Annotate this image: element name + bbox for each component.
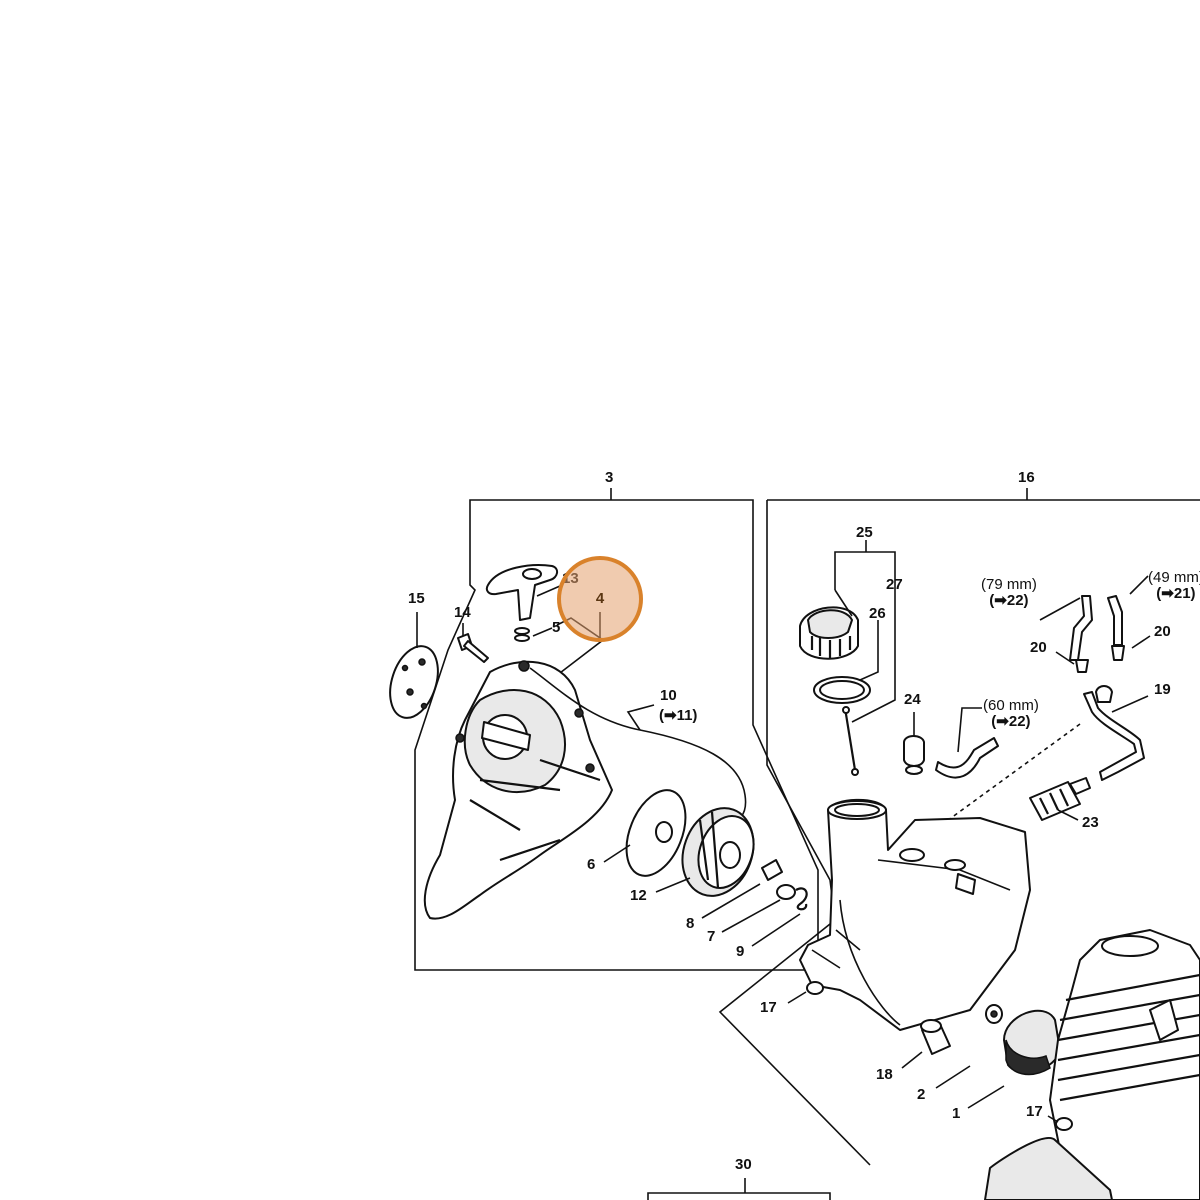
part-20-fitting-left [1075, 659, 1089, 673]
note-hose-79mm-size: (79 mm) [981, 576, 1037, 593]
fuel-line-path [939, 723, 1081, 827]
leader-18 [901, 1051, 923, 1069]
callout-1[interactable]: 1 [952, 1105, 961, 1122]
leader-7 [721, 899, 781, 933]
callout-23[interactable]: 23 [1082, 814, 1099, 831]
part-10-starter-rope [529, 667, 747, 822]
callout-25[interactable]: 25 [856, 524, 873, 541]
callout-20-right[interactable]: 20 [1154, 623, 1171, 640]
leader-10 [626, 704, 655, 731]
callout-8[interactable]: 8 [686, 915, 695, 932]
callout-2[interactable]: 2 [917, 1086, 926, 1103]
part-19-grommet [1095, 685, 1113, 703]
callout-16[interactable]: 16 [1018, 469, 1035, 486]
note-ref-11-text: (➡11) [659, 707, 698, 724]
leader-5 [532, 627, 553, 637]
part-6-spring-plate [625, 789, 687, 877]
note-hose-49mm[interactable]: (49 mm) (➡21) [1148, 570, 1200, 602]
callout-14[interactable]: 14 [454, 604, 471, 621]
leader-20b [1131, 635, 1151, 649]
part-20-fitting-right [1111, 645, 1125, 661]
callout-17-right[interactable]: 17 [1026, 1103, 1043, 1120]
leader-13 [536, 585, 561, 597]
note-hose-49mm-size: (49 mm) [1148, 569, 1200, 586]
lower-shroud [984, 1137, 1113, 1200]
part-27-retainer [842, 706, 859, 776]
leader-19 [1111, 695, 1149, 713]
leader-12 [655, 877, 691, 893]
part-19-fuel-line [1083, 691, 1145, 781]
leader-20a [1055, 651, 1075, 665]
callout-24[interactable]: 24 [904, 691, 921, 708]
part-21-hose-49mm [1107, 595, 1123, 646]
highlighted-part-4-hotspot[interactable]: 4 [557, 556, 643, 642]
part-17-damper-right [1055, 1117, 1073, 1131]
leader-22-60mm [957, 707, 982, 753]
callout-9[interactable]: 9 [736, 943, 745, 960]
leader-25b [834, 589, 853, 617]
leader-25-27-bracket [834, 551, 896, 723]
callout-15[interactable]: 15 [408, 590, 425, 607]
note-hose-60mm[interactable]: (60 mm) (➡22) [983, 698, 1039, 730]
leader-8 [701, 883, 761, 919]
leader-26 [859, 620, 879, 681]
leader-21 [1129, 575, 1149, 595]
part-12-rope-rotor [681, 807, 755, 897]
engine-cylinder [1049, 929, 1200, 1200]
part-18-sleeve [920, 1019, 951, 1055]
leader-1 [967, 1085, 1005, 1109]
callout-10[interactable]: 10 [660, 687, 677, 704]
note-hose-60mm-size: (60 mm) [983, 697, 1039, 714]
callout-7[interactable]: 7 [707, 928, 716, 945]
part-26-o-ring [813, 676, 871, 704]
note-hose-49mm-ref: (➡21) [1156, 584, 1196, 602]
note-hose-79mm[interactable]: (79 mm) (➡22) [981, 577, 1037, 609]
callout-26[interactable]: 26 [869, 605, 886, 622]
part-2-nut [985, 1004, 1003, 1024]
part-14-screw [457, 633, 489, 663]
callout-30[interactable]: 30 [735, 1156, 752, 1173]
callout-20-left[interactable]: 20 [1030, 639, 1047, 656]
callout-6[interactable]: 6 [587, 856, 596, 873]
fuel-tank [799, 798, 1031, 1031]
note-ref-11[interactable]: (➡11) [659, 708, 697, 724]
leader-6 [603, 844, 631, 863]
leader-2 [935, 1065, 971, 1089]
part-9-spring-clip [795, 887, 808, 911]
callout-19[interactable]: 19 [1154, 681, 1171, 698]
part-5-washer [514, 627, 530, 642]
part-24-vent-valve [903, 735, 925, 775]
callout-5[interactable]: 5 [552, 619, 561, 636]
callout-18[interactable]: 18 [876, 1066, 893, 1083]
part-13-starter-grip [485, 564, 558, 621]
part-7-washer [776, 884, 796, 900]
note-hose-60mm-ref: (➡22) [991, 712, 1031, 730]
hotspot-label: 4 [595, 590, 605, 607]
callout-12[interactable]: 12 [630, 887, 647, 904]
leader-17a [787, 991, 807, 1004]
leader-9 [751, 913, 801, 947]
leader-23 [1057, 809, 1079, 821]
part-8-pawl [761, 859, 783, 881]
callout-27[interactable]: 27 [886, 576, 903, 593]
part-1-annular-buffer [1003, 1009, 1061, 1076]
leader-22-79mm [1039, 597, 1081, 621]
part-15-plate [389, 645, 439, 719]
note-hose-79mm-ref: (➡22) [989, 591, 1029, 609]
callout-17-left[interactable]: 17 [760, 999, 777, 1016]
fan-housing [423, 660, 613, 920]
part-22-hose-60mm [935, 737, 999, 779]
part-22-hose-79mm [1069, 595, 1093, 661]
part-17-damper-left [806, 981, 824, 995]
group-frame-30 [647, 1192, 831, 1200]
part-25-filler-cap [799, 606, 859, 660]
group-frame-3 [414, 499, 819, 971]
part-23-fuel-filter [1029, 777, 1091, 821]
callout-3[interactable]: 3 [605, 469, 614, 486]
leader-17b [1047, 1115, 1059, 1123]
